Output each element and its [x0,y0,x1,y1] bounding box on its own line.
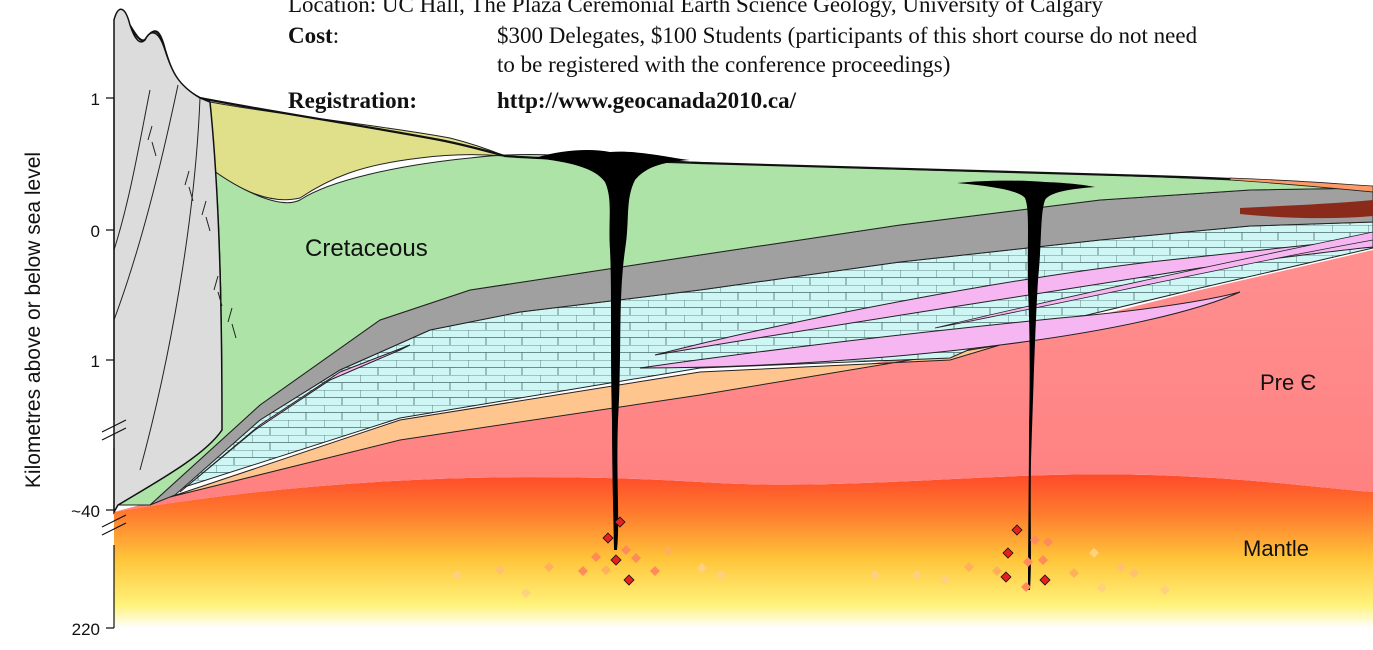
cordillera-block [113,8,223,515]
mantle-layer [114,474,1373,628]
header-cost-line2: to be registered with the conference pro… [497,52,950,77]
label-cretaceous: Cretaceous [305,235,428,262]
surface-deposit-orange [1229,177,1373,193]
header-location-line: Location: UC Hall, The Plaza Ceremonial … [288,0,1103,17]
surface-deposit-brown [1240,200,1373,219]
xenolith-markers [452,516,1170,598]
tertiary-layer [209,101,506,201]
evaporite-lens-lower [639,291,1241,369]
header-cost-label: Cost: [288,23,339,48]
kimberlite-pipe-left [535,150,690,550]
cost-colon: : [333,23,339,48]
tick-label-40: ~40 [71,502,100,521]
header-cost-line1: $300 Delegates, $100 Students (participa… [497,23,1198,48]
header-registration-url[interactable]: http://www.geocanada2010.ca/ [497,88,797,113]
evaporite-lens-thin [179,344,411,493]
precambrian-layer [114,250,1373,512]
sandstone-layer [169,344,1001,498]
header-registration-label: Registration: [288,88,417,113]
y-axis [101,97,127,629]
label-mantle: Mantle [1243,536,1309,561]
label-precambrian: Pre Є [1260,370,1316,395]
evaporite-lens-upper [654,237,1373,356]
fault-arrow-icon [147,125,237,339]
tick-label-220: 220 [72,620,100,639]
cost-label-text: Cost [288,23,333,48]
axis-title: Kilometres above or below sea level [22,152,45,488]
tick-label-1-top: 1 [91,90,100,109]
tick-label-0: 0 [91,222,100,241]
evaporite-lens-right [934,231,1373,329]
tick-label-1-below: 1 [91,352,100,371]
